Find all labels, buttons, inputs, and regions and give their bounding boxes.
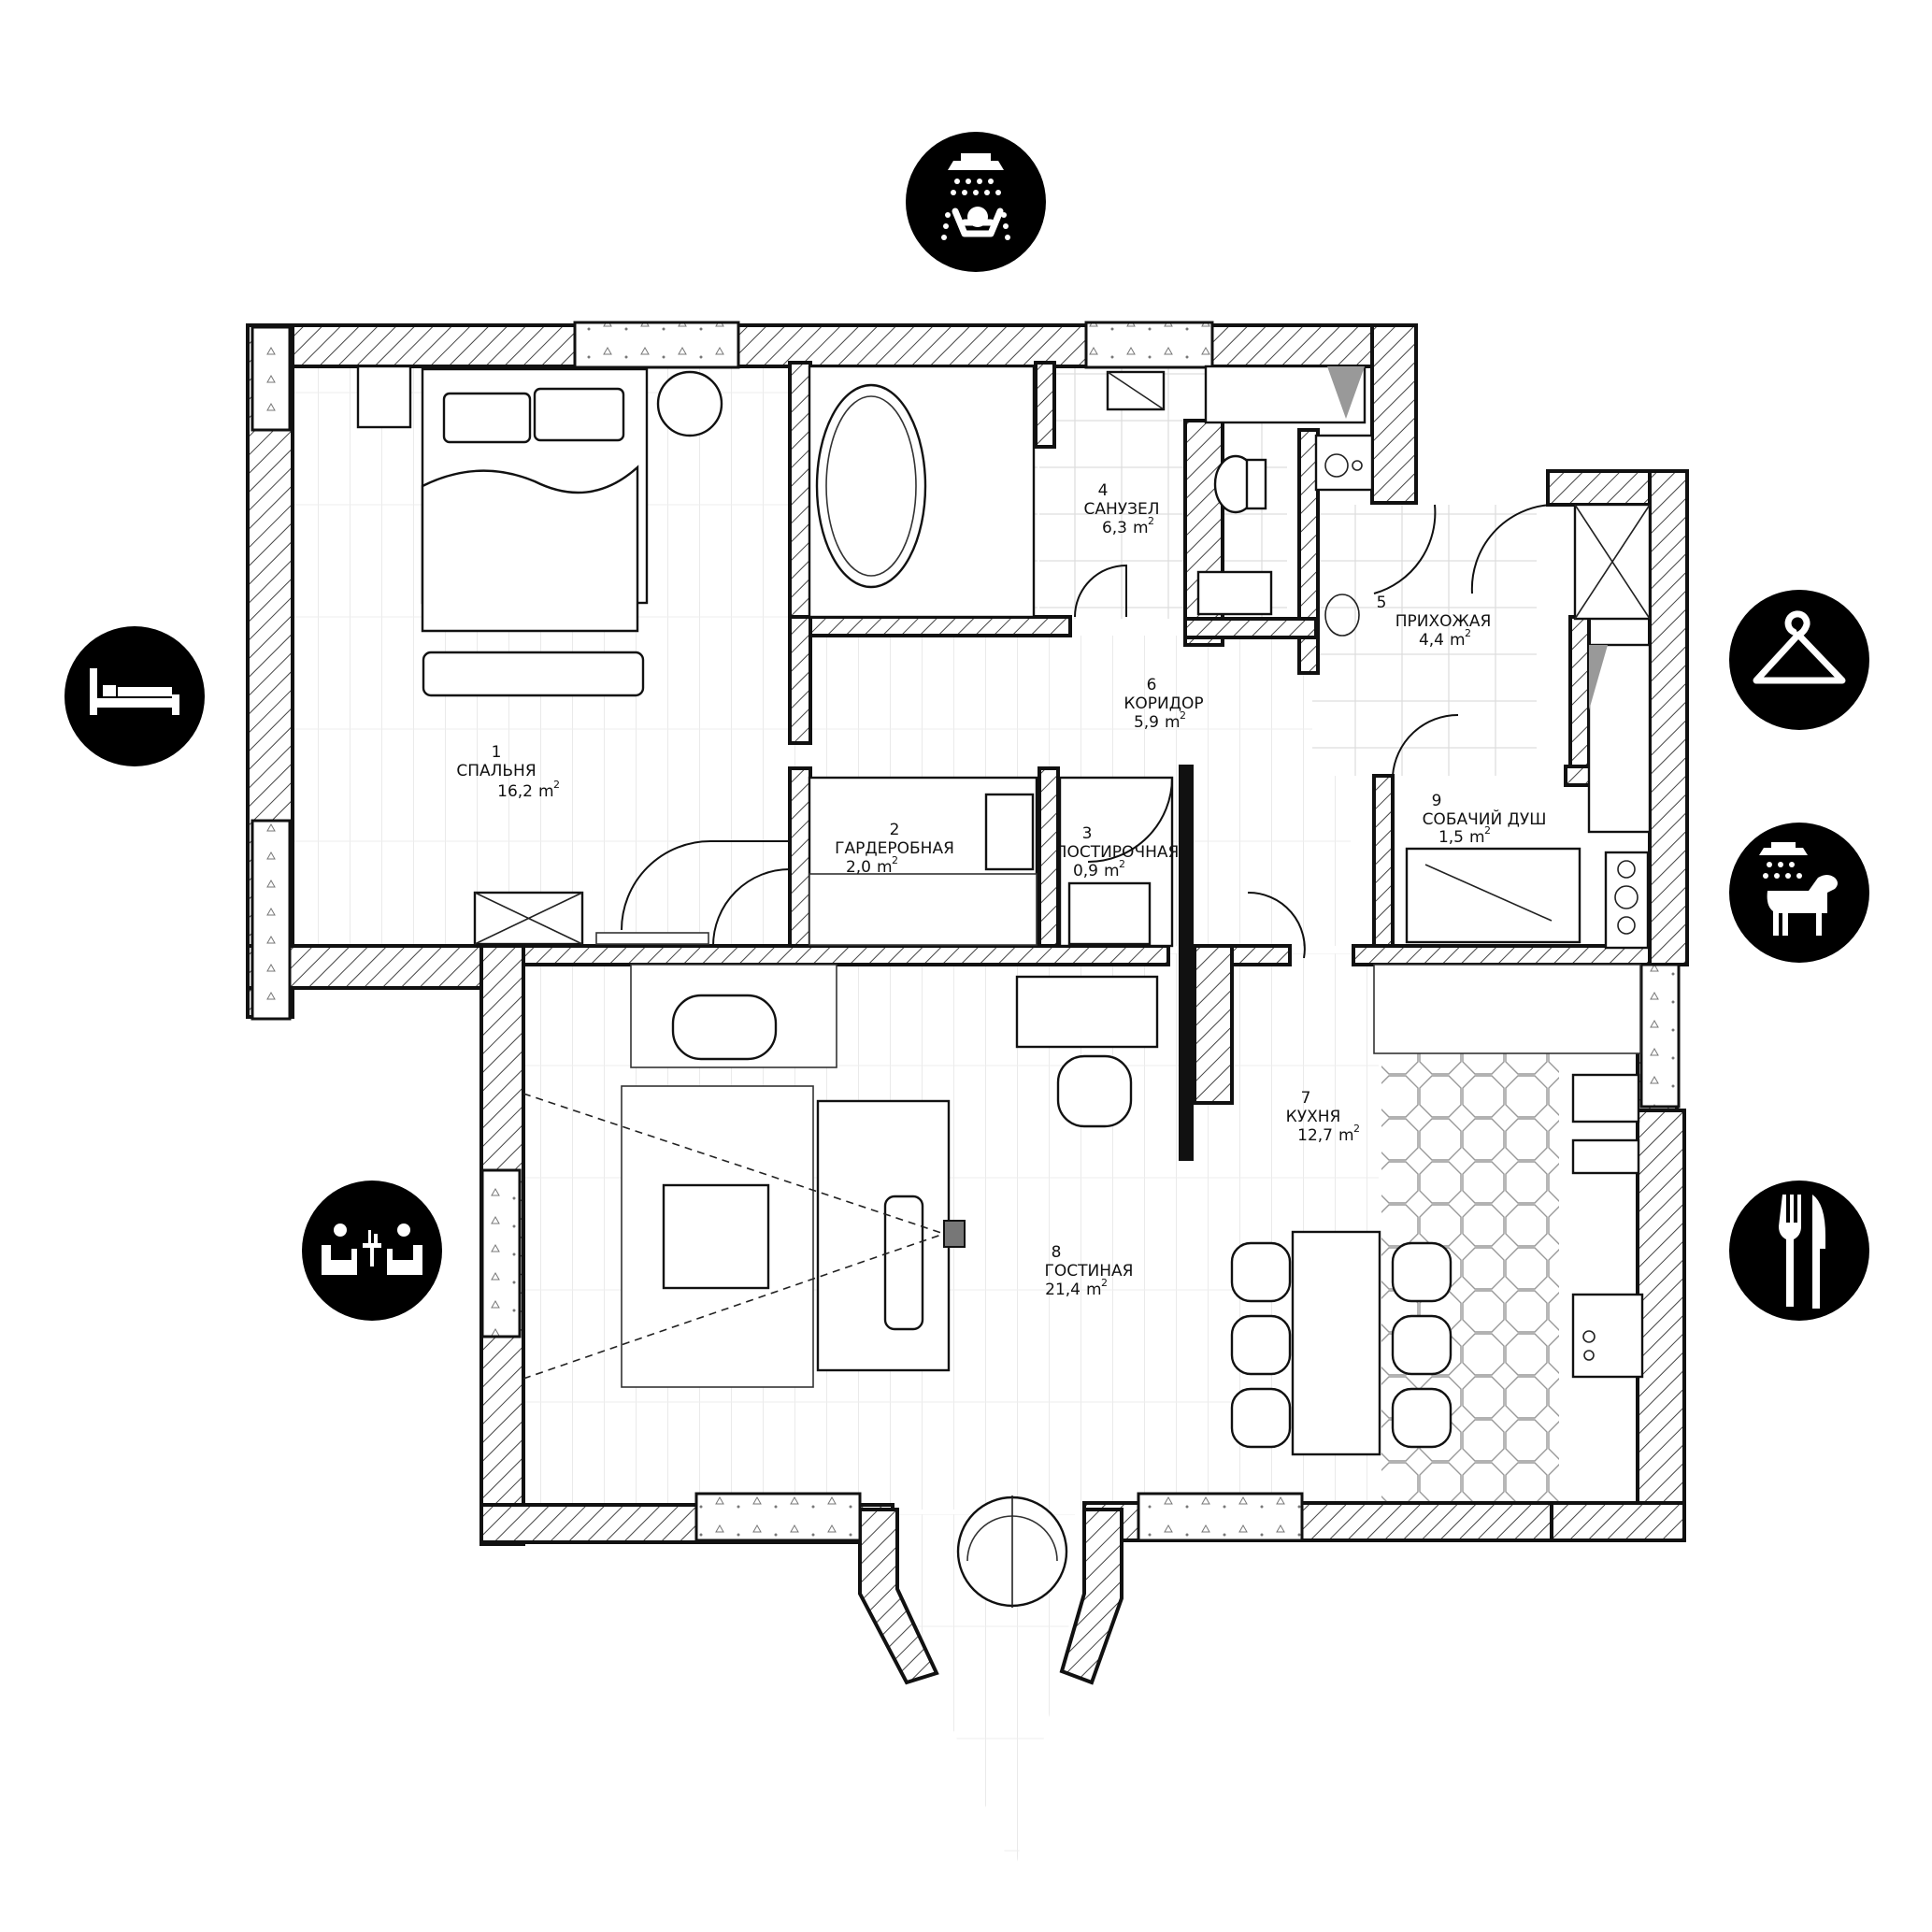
room-6-unit: m xyxy=(1165,713,1181,732)
room-2-number: 2 xyxy=(890,821,900,839)
room-9-name: СОБАЧИЙ ДУШ xyxy=(1423,809,1547,829)
room-8-area: 21,4 xyxy=(1045,1281,1080,1299)
room-9-area: 1,5 xyxy=(1438,828,1464,847)
room-1-number: 1 xyxy=(492,743,502,762)
room-5-name: ПРИХОЖАЯ xyxy=(1395,612,1492,631)
room-3-unit: m xyxy=(1104,862,1120,880)
room-9-sup: 2 xyxy=(1484,824,1491,837)
room-4-name: САНУЗЕЛ xyxy=(1083,500,1159,519)
room-1-area: 16,2 xyxy=(497,782,533,801)
room-8-sup: 2 xyxy=(1101,1277,1108,1289)
room-1-unit: m xyxy=(538,782,554,801)
dog-shower-icon xyxy=(1729,823,1869,963)
room-6-number: 6 xyxy=(1147,676,1157,694)
room-7-area: 12,7 xyxy=(1297,1126,1333,1145)
room-4-sup: 2 xyxy=(1148,515,1154,527)
bed-icon xyxy=(64,626,205,766)
room-7-name: КУХНЯ xyxy=(1286,1108,1341,1126)
hanger-icon xyxy=(1729,590,1869,730)
entry-fixtures xyxy=(1204,365,1652,834)
room-4-number: 4 xyxy=(1098,481,1109,500)
room-3-number: 3 xyxy=(1082,824,1093,843)
living-furniture xyxy=(522,964,1159,1608)
living-room-icon xyxy=(302,1181,442,1321)
room-2-area: 2,0 xyxy=(846,858,871,877)
room-9-unit: m xyxy=(1469,828,1485,847)
room-3-name: ПОСТИРОЧНАЯ xyxy=(1055,843,1180,862)
room-6-area: 5,9 xyxy=(1134,713,1159,732)
closets xyxy=(712,776,1174,948)
dog-shower-fixtures xyxy=(1392,713,1650,950)
room-2-unit: m xyxy=(877,858,893,877)
windows xyxy=(250,321,1681,1542)
walls xyxy=(246,323,1689,1685)
room-4-area: 6,3 xyxy=(1102,519,1127,537)
room-3-sup: 2 xyxy=(1119,858,1125,870)
room-5-area: 4,4 xyxy=(1419,631,1444,650)
room-7-unit: m xyxy=(1338,1126,1354,1145)
room-9-number: 9 xyxy=(1432,792,1442,810)
room-5-number: 5 xyxy=(1377,594,1387,612)
room-7-sup: 2 xyxy=(1353,1123,1360,1135)
room-2-sup: 2 xyxy=(892,854,898,866)
room-8-name: ГОСТИНАЯ xyxy=(1045,1262,1134,1281)
room-8-unit: m xyxy=(1086,1281,1102,1299)
room-8-number: 8 xyxy=(1052,1243,1062,1262)
room-5-unit: m xyxy=(1450,631,1466,650)
room-6-name: КОРИДОР xyxy=(1123,694,1203,713)
room-1-name: СПАЛЬНЯ xyxy=(456,762,536,780)
fork-knife-icon xyxy=(1729,1181,1869,1321)
kitchen-furniture xyxy=(1230,891,1644,1456)
room-1-sup: 2 xyxy=(553,779,560,791)
room-4-unit: m xyxy=(1133,519,1149,537)
room-3-area: 0,9 xyxy=(1073,862,1098,880)
bathroom-fixtures xyxy=(808,365,1273,619)
room-6-sup: 2 xyxy=(1180,709,1186,722)
bath-shower-icon xyxy=(906,132,1046,272)
room-5-sup: 2 xyxy=(1465,627,1471,639)
room-7-number: 7 xyxy=(1301,1089,1311,1108)
room-labels: 1 СПАЛЬНЯ 16,2 m 2 2 ГАРДЕРОБНАЯ 2,0 m 2… xyxy=(456,481,1546,1299)
bedroom-furniture xyxy=(356,365,790,946)
room-2-name: ГАРДЕРОБНАЯ xyxy=(835,839,954,858)
